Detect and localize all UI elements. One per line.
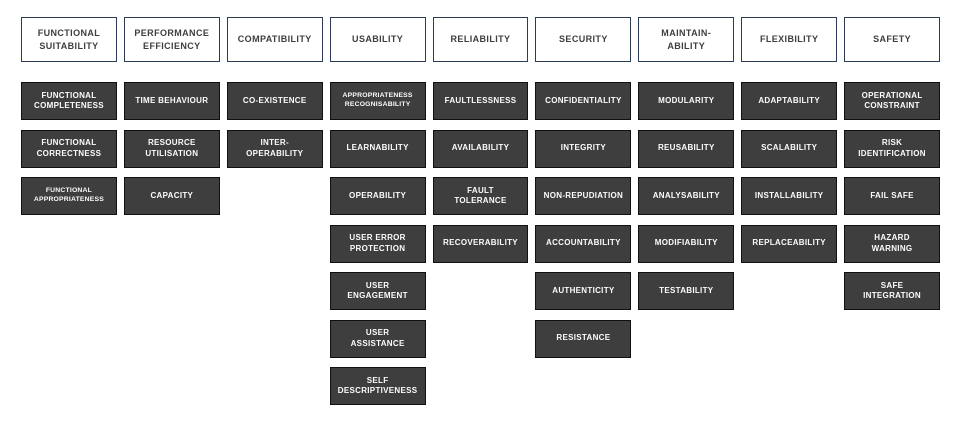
subcharacteristic-functional-correctness: FUNCTIONAL CORRECTNESS (21, 129, 117, 168)
subcharacteristic-scalability: SCALABILITY (741, 129, 838, 168)
subcharacteristic-replaceability: REPLACEABILITY (741, 224, 838, 263)
subcharacteristic-co-existence: CO-EXISTENCE (226, 82, 323, 120)
subcharacteristic-functional-appropriateness: FUNCTIONAL APPROPRIATENESS (21, 177, 117, 215)
subcharacteristic-user-error-protection: USER ERROR PROTECTION (329, 224, 426, 263)
subcharacteristic-fail-safe: FAIL SAFE (844, 177, 940, 215)
category-header-maintain-ability: MAINTAIN- ABILITY (638, 17, 735, 62)
subcharacteristic-time-behaviour: TIME BEHAVIOUR (123, 82, 220, 120)
subcharacteristic-testability: TESTABILITY (638, 272, 735, 310)
category-header-performance-efficiency: PERFORMANCE EFFICIENCY (123, 17, 220, 62)
subcharacteristic-safe-integration: SAFE INTEGRATION (844, 272, 940, 310)
subcharacteristic-user-assistance: USER ASSISTANCE (329, 319, 426, 358)
subcharacteristic-inter-operability: INTER- OPERABILITY (226, 129, 323, 168)
subcharacteristic-operability: OPERABILITY (329, 177, 426, 215)
subcharacteristic-modularity: MODULARITY (638, 82, 735, 120)
subcharacteristic-reusability: REUSABILITY (638, 129, 735, 168)
subcharacteristic-accountability: ACCOUNTABILITY (535, 224, 632, 263)
subcharacteristic-recoverability: RECOVERABILITY (432, 224, 529, 263)
subcharacteristic-capacity: CAPACITY (123, 177, 220, 215)
subcharacteristic-non-repudiation: NON-REPUDIATION (535, 177, 632, 215)
subcharacteristic-faultlessness: FAULTLESSNESS (432, 82, 529, 120)
subcharacteristic-confidentiality: CONFIDENTIALITY (535, 82, 632, 120)
subcharacteristic-hazard-warning: HAZARD WARNING (844, 224, 940, 263)
subcharacteristic-operational-constraint: OPERATIONAL CONSTRAINT (844, 82, 940, 120)
subcharacteristic-self-descriptiveness: SELF DESCRIPTIVENESS (329, 367, 426, 405)
subcharacteristic-analysability: ANALYSABILITY (638, 177, 735, 215)
category-header-flexibility: FLEXIBILITY (741, 17, 838, 62)
subcharacteristic-resistance: RESISTANCE (535, 319, 632, 358)
category-header-reliability: RELIABILITY (432, 17, 529, 62)
subcharacteristic-authenticity: AUTHENTICITY (535, 272, 632, 310)
subcharacteristic-installability: INSTALLABILITY (741, 177, 838, 215)
category-header-functional-suitability: FUNCTIONAL SUITABILITY (21, 17, 117, 62)
subcharacteristic-functional-completeness: FUNCTIONAL COMPLETENESS (21, 82, 117, 120)
category-header-usability: USABILITY (329, 17, 426, 62)
subcharacteristic-availability: AVAILABILITY (432, 129, 529, 168)
subcharacteristic-user-engagement: USER ENGAGEMENT (329, 272, 426, 310)
subcharacteristic-appropriateness-recognisability: APPROPRIATENESS RECOGNISABILITY (329, 82, 426, 120)
subcharacteristics-grid: FUNCTIONAL COMPLETENESS FUNCTIONAL CORREC… (21, 82, 940, 405)
subcharacteristic-risk-identification: RISK IDENTIFICATION (844, 129, 940, 168)
subcharacteristic-fault-tolerance: FAULT TOLERANCE (432, 177, 529, 215)
subcharacteristic-modifiability: MODIFIABILITY (638, 224, 735, 263)
category-header-security: SECURITY (535, 17, 632, 62)
category-header-compatibility: COMPATIBILITY (226, 17, 323, 62)
category-header-safety: SAFETY (844, 17, 940, 62)
subcharacteristic-adaptability: ADAPTABILITY (741, 82, 838, 120)
subcharacteristic-integrity: INTEGRITY (535, 129, 632, 168)
subcharacteristic-learnability: LEARNABILITY (329, 129, 426, 168)
subcharacteristic-resource-utilisation: RESOURCE UTILISATION (123, 129, 220, 168)
